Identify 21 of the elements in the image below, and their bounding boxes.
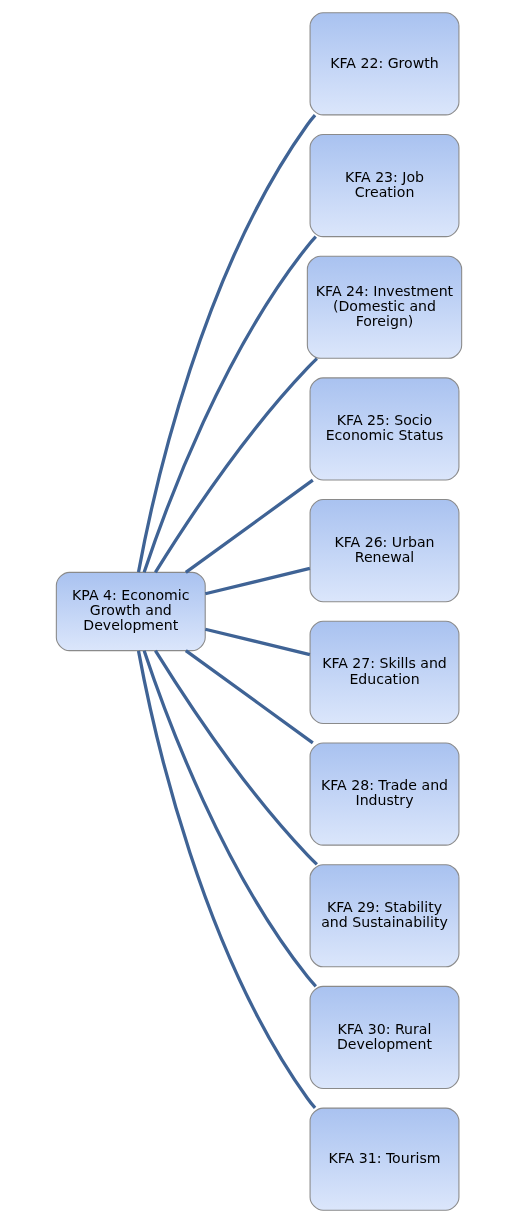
node-box: KFA 23: Job Creation xyxy=(309,133,459,238)
connector xyxy=(153,649,318,866)
node-box: KFA 22: Growth xyxy=(309,12,459,116)
node-box: KFA 31: Tourism xyxy=(309,1107,459,1211)
node-box: KFA 30: Rural Development xyxy=(309,985,459,1090)
connector xyxy=(142,650,317,988)
node-box: KFA 28: Trade and Industry xyxy=(309,742,459,846)
connector xyxy=(142,235,317,573)
node-box: KFA 27: Skills and Education xyxy=(309,620,459,724)
connector xyxy=(136,114,316,573)
connector xyxy=(136,650,316,1109)
connector xyxy=(204,627,310,657)
connector xyxy=(184,478,314,574)
node-box: KPA 4: Economic Growth and Development xyxy=(55,571,206,652)
connector xyxy=(184,649,314,745)
node-box: KFA 24: Investment (Domestic and Foreign) xyxy=(306,255,462,359)
connector xyxy=(204,566,310,596)
node-box: KFA 29: Stability and Sustainability xyxy=(309,864,459,968)
node-box: KFA 26: Urban Renewal xyxy=(309,499,459,603)
node-box: KFA 25: Socio Economic Status xyxy=(309,377,459,481)
connector xyxy=(153,357,318,574)
